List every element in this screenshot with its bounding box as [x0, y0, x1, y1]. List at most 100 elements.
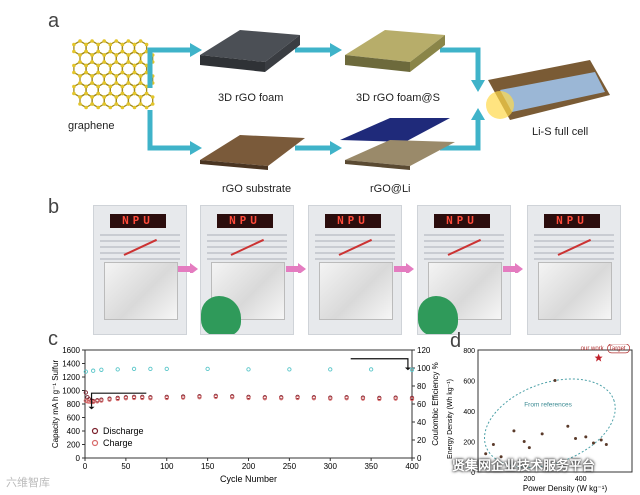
graphene-atom	[144, 91, 149, 96]
y-tick-label: 0	[76, 454, 81, 463]
arrow-graphene-to-substrate	[147, 110, 190, 151]
graphene-atom	[102, 74, 106, 78]
arrow-head	[88, 406, 95, 410]
graphene-atom	[78, 95, 82, 99]
graphene-atom	[114, 102, 119, 106]
y-tick-label: 800	[67, 400, 81, 409]
data-point	[393, 396, 398, 401]
y-tick-label: 600	[463, 379, 475, 386]
graphene-atom	[132, 63, 137, 68]
data-point	[83, 390, 88, 395]
arrow-shape	[178, 263, 198, 273]
pouch-cell	[104, 262, 178, 320]
graphene-atom	[90, 102, 94, 106]
y-tick-label: 1000	[62, 387, 80, 396]
y-tick-label: 800	[463, 348, 475, 355]
graphene-atom	[90, 95, 94, 99]
graphene-atom	[72, 49, 76, 54]
arrow-head	[404, 367, 411, 371]
y-tick-label: 1600	[62, 346, 80, 355]
data-point	[377, 396, 382, 402]
arrow-shape	[286, 263, 306, 273]
graphene-atom	[90, 39, 94, 43]
graphene-atom	[108, 42, 113, 47]
rgo-foam-block	[200, 30, 300, 72]
reference-point	[592, 441, 595, 445]
graphene-atom	[132, 42, 137, 47]
reference-point	[604, 443, 608, 447]
graphene-atom	[72, 42, 76, 47]
x-tick-label: 350	[364, 462, 378, 471]
panel-c-label: c	[48, 328, 58, 350]
graphene-atom	[138, 81, 143, 85]
graphene-atom	[132, 70, 137, 75]
graphene-atom	[78, 102, 82, 106]
rgo-substrate-sheet	[200, 135, 305, 170]
led-photo-4: NPU	[417, 205, 511, 335]
graphene-atom	[138, 95, 143, 99]
graphene-atom	[114, 53, 119, 57]
data-point	[262, 396, 267, 401]
pouch-cell	[538, 262, 612, 320]
x-tick-label: 300	[324, 462, 338, 471]
data-point	[115, 396, 120, 402]
led-photo-2: NPU	[200, 205, 294, 335]
arrow-graphene-to-foam	[147, 47, 190, 88]
plot-frame	[477, 349, 633, 473]
graphene-atom	[126, 102, 131, 106]
npu-led-sign: NPU	[544, 214, 600, 228]
graphene-atom	[132, 49, 137, 54]
y-tick-label: 400	[463, 409, 475, 416]
graphene-atom	[126, 53, 131, 57]
graphene-atom	[132, 105, 137, 110]
graphene-atom	[126, 74, 131, 78]
graphene-atom	[150, 102, 155, 106]
data-point	[213, 394, 218, 400]
reference-point	[491, 443, 495, 447]
led-photo-3: NPU	[308, 205, 402, 335]
graphene-atom	[96, 91, 100, 96]
data-point	[409, 367, 415, 372]
data-point	[328, 396, 333, 401]
data-point	[287, 367, 292, 372]
graphene-atom	[102, 102, 106, 106]
graphene-lattice	[72, 39, 155, 110]
reference-point	[599, 438, 603, 442]
label-rgo-substrate: rGO substrate	[222, 183, 292, 195]
data-point	[344, 396, 349, 401]
y2-tick-label: 40	[417, 418, 426, 427]
y-axis-label: Capacity mA h g⁻¹ Sulfur	[51, 360, 60, 449]
data-point	[328, 367, 333, 372]
panel-a-schematic	[72, 30, 610, 170]
y-tick-label: 1200	[62, 373, 80, 382]
x-tick-label: 400	[405, 462, 419, 471]
graphene-hexagon	[91, 92, 105, 109]
data-point	[86, 399, 92, 404]
reference-point	[553, 379, 557, 382]
watermark-right: 贤集网企业技术服务平台	[452, 458, 596, 473]
data-point	[140, 395, 145, 401]
data-point	[246, 395, 251, 401]
graphene-atom	[138, 74, 143, 78]
graphene-atom	[126, 60, 131, 64]
data-point	[205, 366, 210, 372]
green-glove-hand	[201, 296, 241, 334]
graphene-atom	[72, 91, 76, 96]
y-tick-label: 600	[67, 414, 81, 423]
annotation-target: Target	[609, 346, 626, 352]
target-box	[607, 344, 630, 354]
panel-a-label: a	[48, 10, 60, 32]
led-photo-1: NPU	[93, 205, 187, 335]
graphene-atom	[78, 81, 82, 85]
y2-tick-label: 20	[417, 436, 426, 445]
graphene-hexagon	[115, 92, 130, 109]
plot-frame	[84, 349, 413, 459]
graphene-atom	[144, 42, 149, 47]
arrow-to-y2	[350, 358, 409, 368]
arrow-shape	[394, 263, 414, 273]
npu-led-sign: NPU	[110, 214, 166, 228]
y-tick-label: 400	[67, 427, 81, 436]
reference-point	[512, 429, 516, 433]
graphene-atom	[96, 105, 100, 110]
x-tick-label: 200	[523, 476, 535, 483]
